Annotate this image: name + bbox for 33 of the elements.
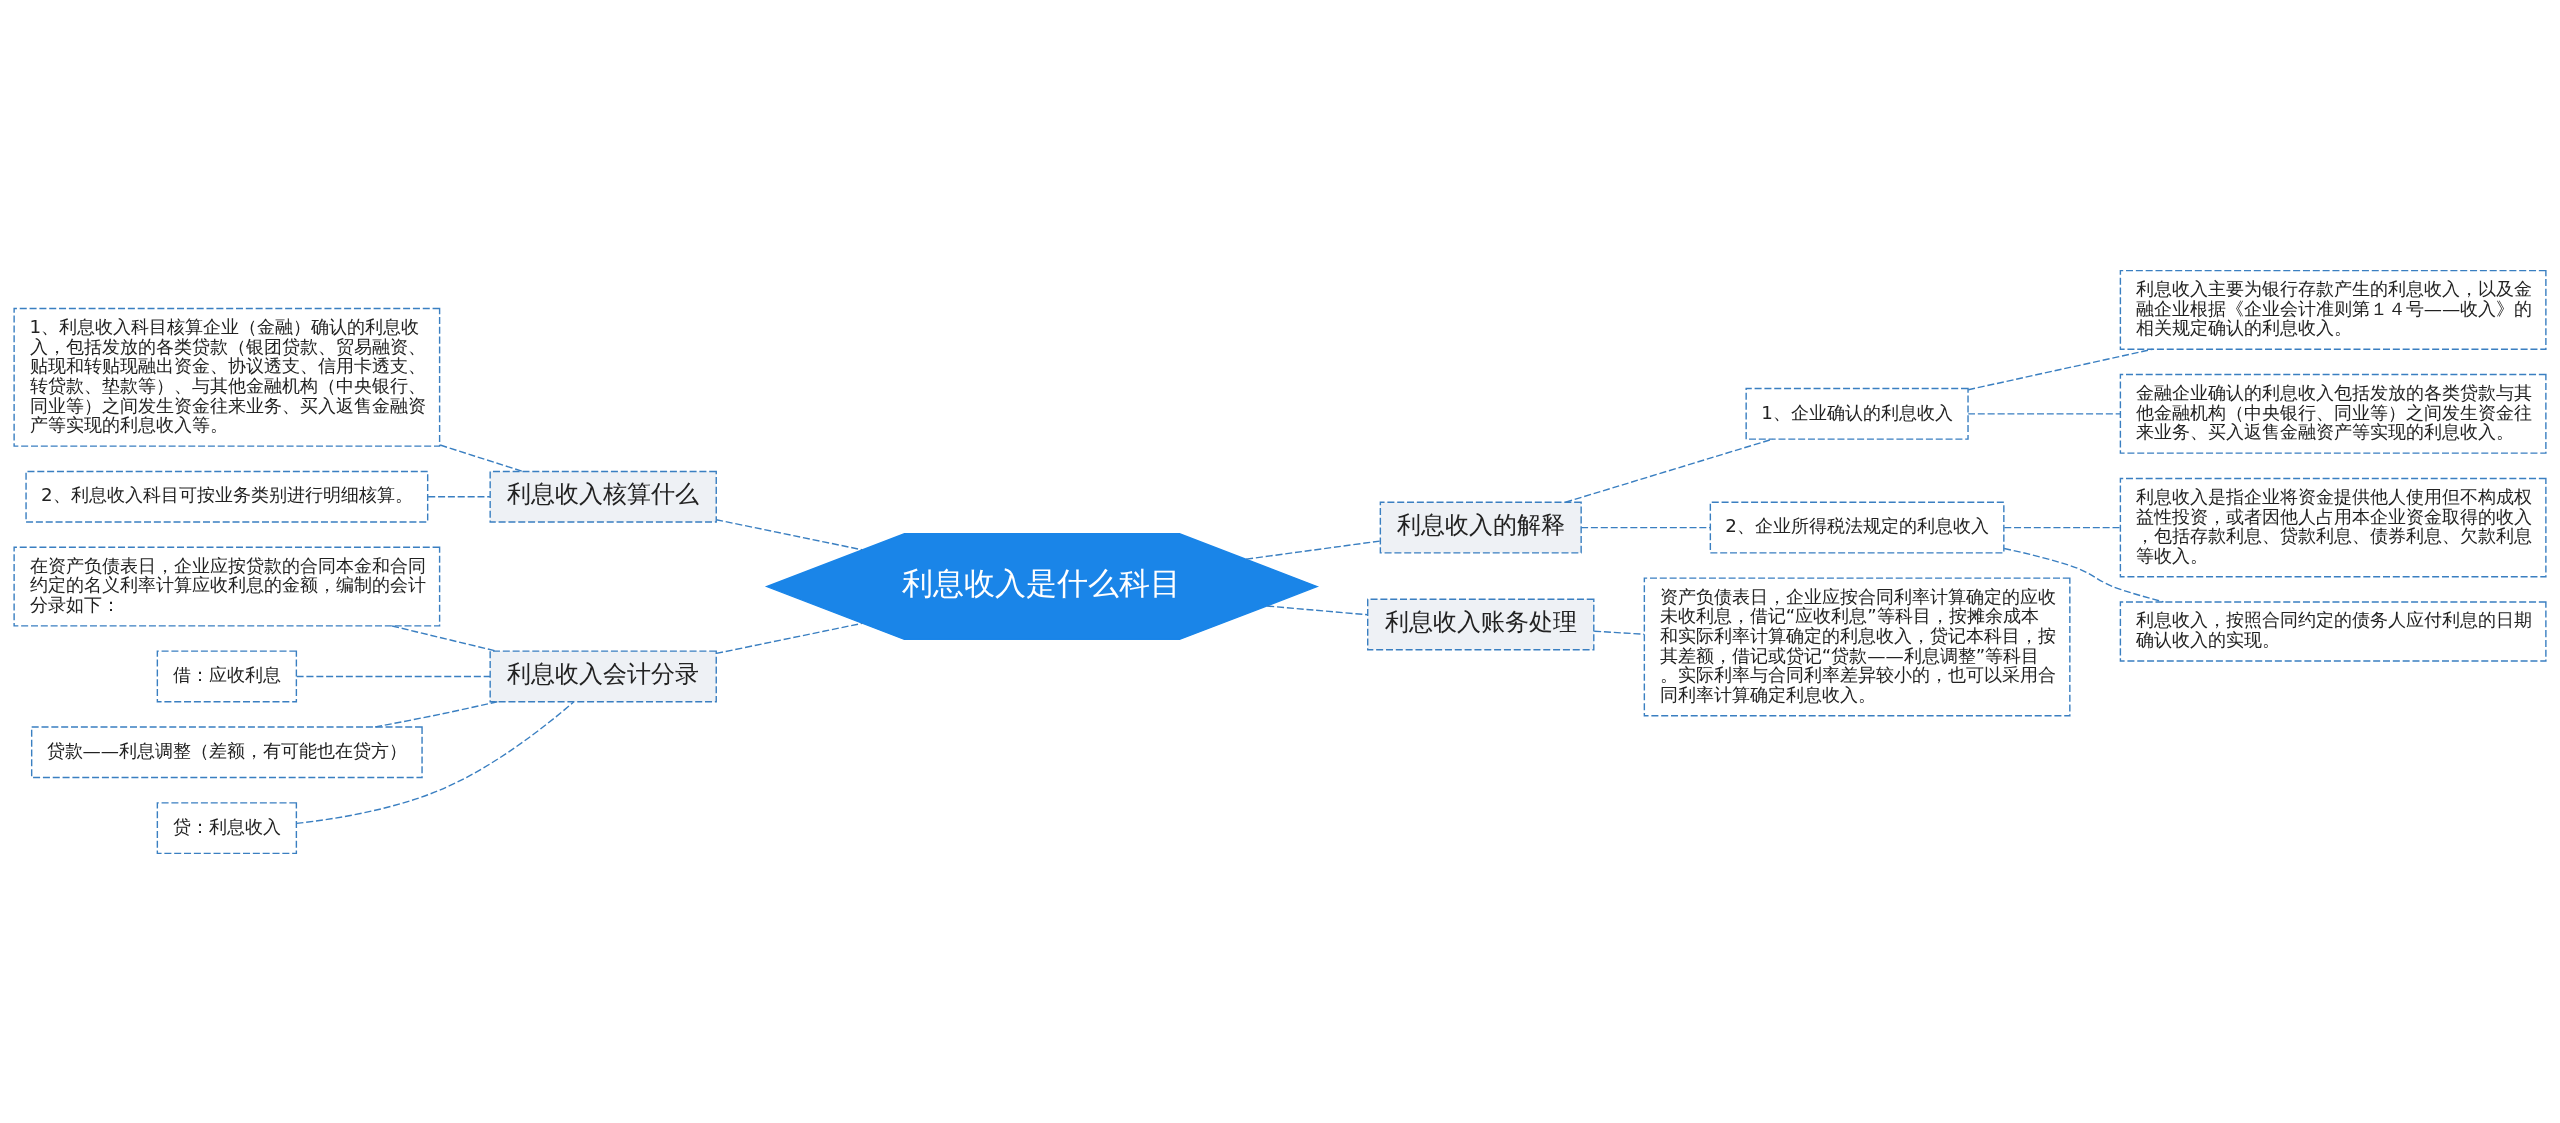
connector [391, 624, 498, 652]
node-box: 借：应收利息 [156, 649, 298, 702]
node-box: 利息收入会计分录 [489, 649, 717, 702]
connector [1593, 630, 1645, 635]
connector [295, 700, 575, 824]
node-box: 在资产负债表日，企业应按贷款的合同本金和合同约定的名义利率计算应收利息的金额，编制的会计分录如下： [13, 546, 441, 627]
node-box: 利息收入主要为银行存款产生的利息收入，以及金融企业根据《企业会计准则第１４号——收入》的相关规定确认的利息收入。 [2119, 269, 2547, 350]
node-box: 2、利息收入科目可按业务类别进行明细核算。 [25, 470, 429, 523]
node-box: 2、企业所得税法规定的利息收入 [1709, 501, 2005, 554]
node-box: 1、企业确认的利息收入 [1745, 387, 1969, 440]
node-box: 利息收入核算什么 [489, 470, 717, 523]
connector [1564, 437, 1774, 503]
node-box: 贷款——利息调整（差额，有可能也在贷方） [30, 725, 423, 778]
connector [427, 495, 491, 497]
node-box: 贷：利息收入 [156, 801, 298, 854]
connector [1266, 604, 1369, 615]
node-box: 利息收入是指企业将资金提供他人使用但不构成权益性投资，或者因他人占用本企业资金取得的收入，包括存款利息、贷款利息、债券利息、欠款利息等收入。 [2119, 477, 2547, 577]
node-box: 利息收入的解释 [1379, 501, 1582, 554]
connector [1967, 412, 2121, 415]
node-box: 1、利息收入科目核算企业（金融）确认的利息收入，包括发放的各类贷款（银团贷款、贸易融资、贴现和转贴现融出资金、协议透支、信用卡透支、转贷款、垫款等）、与其他金融机构（中央银行、同业等）之间发生资金往来业务、买入返售金融资产等实现的利息收入等。 [13, 307, 441, 447]
connector [374, 700, 498, 728]
connector [1967, 348, 2154, 390]
node-box: 利息收入，按照合同约定的债务人应付利息的日期确认收入的实现。 [2119, 600, 2547, 662]
connector [715, 518, 863, 551]
connector [715, 622, 863, 654]
node-box: 资产负债表日，企业应按合同利率计算确定的应收未收利息，借记“应收利息”等科目，按摊余成本和实际利率计算确定的利息收入，贷记本科目，按其差额，借记或贷记“贷款——利息调整”等科目。实际利率与合同利率差异较小的，也可以采用合同利率计算确定利息收入。 [1643, 576, 2071, 716]
connector [1245, 539, 1382, 560]
connector [2003, 526, 2121, 528]
connector [1580, 526, 1711, 528]
node-box: 金融企业确认的利息收入包括发放的各类贷款与其他金融机构（中央银行、同业等）之间发生资金往来业务、买入返售金融资产等实现的利息收入。 [2119, 373, 2547, 454]
connector [296, 675, 491, 677]
node-box: 利息收入账务处理 [1367, 598, 1595, 650]
connector [439, 443, 524, 472]
